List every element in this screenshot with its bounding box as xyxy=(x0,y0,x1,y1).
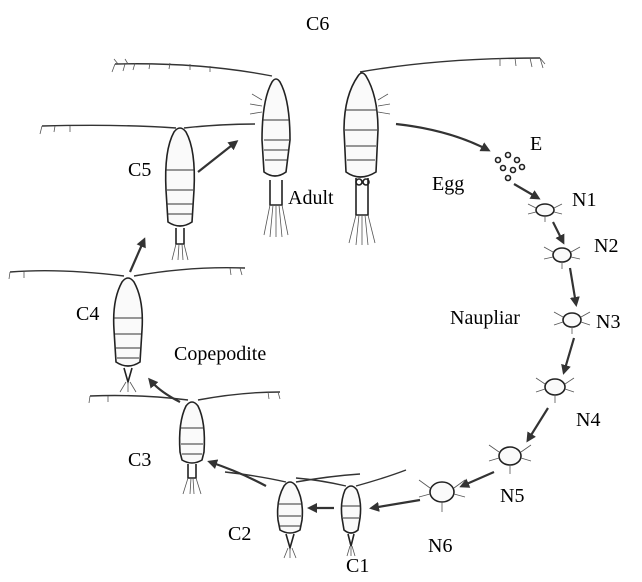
label-naupliar: Naupliar xyxy=(450,307,520,329)
arrow-egg-to-n1 xyxy=(514,184,538,198)
nauplius-n6 xyxy=(419,480,465,512)
c5-figure xyxy=(40,124,255,260)
label-e: E xyxy=(530,133,542,155)
label-c5: C5 xyxy=(128,159,151,181)
nauplius-n2 xyxy=(544,247,580,269)
arrow-c3-to-c4 xyxy=(150,380,180,402)
c4-figure xyxy=(9,268,245,392)
arrow-n3-to-n4 xyxy=(564,338,574,372)
label-c3: C3 xyxy=(128,449,151,471)
label-n6: N6 xyxy=(428,535,452,557)
label-n4: N4 xyxy=(576,409,600,431)
nauplius-n1 xyxy=(528,204,562,222)
c1-figure xyxy=(296,470,406,556)
label-c6: C6 xyxy=(306,13,329,35)
label-copepodite: Copepodite xyxy=(174,343,266,365)
adult-left-figure xyxy=(112,59,290,237)
arrow-adult-to-egg xyxy=(396,124,488,150)
arrow-n2-to-n3 xyxy=(570,268,576,304)
label-n1: N1 xyxy=(572,189,596,211)
label-n3: N3 xyxy=(596,311,620,333)
nauplius-n3 xyxy=(554,312,590,334)
label-egg: Egg xyxy=(432,173,464,195)
label-c2: C2 xyxy=(228,523,251,545)
arrow-c5-to-c6 xyxy=(198,142,236,172)
egg-cluster xyxy=(496,153,525,181)
arrow-n6-to-c1 xyxy=(372,500,420,508)
arrow-n1-to-n2 xyxy=(553,222,563,242)
label-adult: Adult xyxy=(288,187,334,209)
nauplius-n4 xyxy=(536,378,574,403)
arrow-c4-to-c5 xyxy=(130,240,144,272)
arrow-n4-to-n5 xyxy=(528,408,548,440)
label-c1: C1 xyxy=(346,555,369,577)
label-n5: N5 xyxy=(500,485,524,507)
adult-right-figure xyxy=(344,58,545,245)
label-c4: C4 xyxy=(76,303,99,325)
arrow-n5-to-n6 xyxy=(462,472,494,486)
label-n2: N2 xyxy=(594,235,618,257)
nauplius-n5 xyxy=(489,445,531,474)
